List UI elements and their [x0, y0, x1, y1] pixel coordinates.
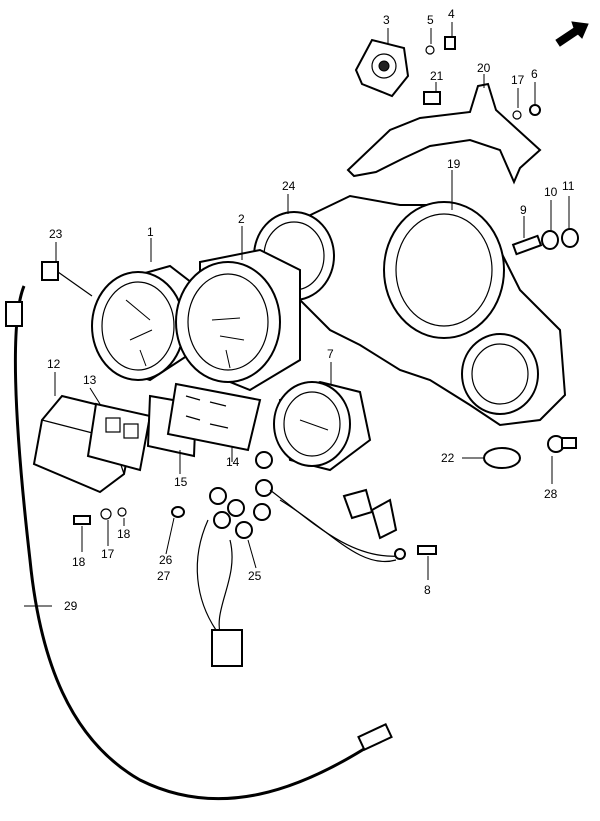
label-4: 4 [448, 7, 455, 21]
part-7-gauge [273, 380, 372, 472]
part-19-cover [299, 194, 567, 427]
part-5-washer [425, 45, 435, 55]
label-13: 13 [83, 373, 97, 387]
part-22-cap [483, 447, 521, 469]
label-2: 2 [238, 212, 245, 226]
label-14: 14 [226, 455, 240, 469]
part-29-cable [5, 285, 393, 801]
part-13-gasket [86, 402, 152, 472]
front-arrow-icon [555, 21, 589, 47]
part-20-bracket [346, 82, 542, 185]
leader-lines [24, 22, 570, 607]
part-1-speedometer [91, 264, 197, 382]
part-14-socket [166, 382, 262, 452]
label-23: 23 [49, 227, 63, 241]
part-23-cable-end [41, 261, 93, 297]
part-9-pin [511, 234, 543, 256]
callout-labels: 1 2 3 4 5 6 7 8 9 10 11 12 13 14 15 16 1… [47, 7, 575, 613]
part-28-bolt [547, 435, 577, 453]
part-6-nut [529, 104, 541, 116]
label-25: 25 [248, 569, 262, 583]
label-26: 26 [159, 553, 173, 567]
label-7: 7 [327, 347, 334, 361]
label-3: 3 [383, 13, 390, 27]
part-8-screw [417, 545, 437, 555]
part-2-tachometer [175, 248, 301, 392]
part-16-screw [73, 515, 91, 525]
label-22: 22 [441, 451, 455, 465]
label-17-top: 17 [511, 73, 525, 87]
part-4-bolt [444, 36, 456, 50]
part-26-bulb [171, 506, 185, 518]
part-17-washer [100, 508, 112, 520]
label-10: 10 [544, 185, 558, 199]
part-21-grommet [423, 91, 441, 105]
label-8: 8 [424, 583, 431, 597]
label-1: 1 [147, 225, 154, 239]
label-20: 20 [477, 61, 491, 75]
label-18-left: 18 [72, 555, 86, 569]
part-3-switch [354, 38, 410, 98]
label-27: 27 [157, 569, 171, 583]
label-12: 12 [47, 357, 61, 371]
part-25-harness [196, 451, 406, 667]
label-24: 24 [282, 179, 296, 193]
label-17-bottom: 17 [101, 547, 115, 561]
label-9: 9 [520, 203, 527, 217]
label-11: 11 [562, 179, 575, 193]
part-18-washer [117, 507, 127, 517]
part-17-washer-top [512, 110, 522, 120]
label-28: 28 [544, 487, 558, 501]
part-11-nut [561, 228, 579, 248]
label-6: 6 [531, 67, 538, 81]
label-29: 29 [64, 599, 78, 613]
part-10-cushion [541, 230, 559, 250]
label-19: 19 [447, 157, 461, 171]
label-18: 18 [117, 527, 131, 541]
label-21: 21 [430, 69, 444, 83]
label-15: 15 [174, 475, 188, 489]
label-5: 5 [427, 13, 434, 27]
